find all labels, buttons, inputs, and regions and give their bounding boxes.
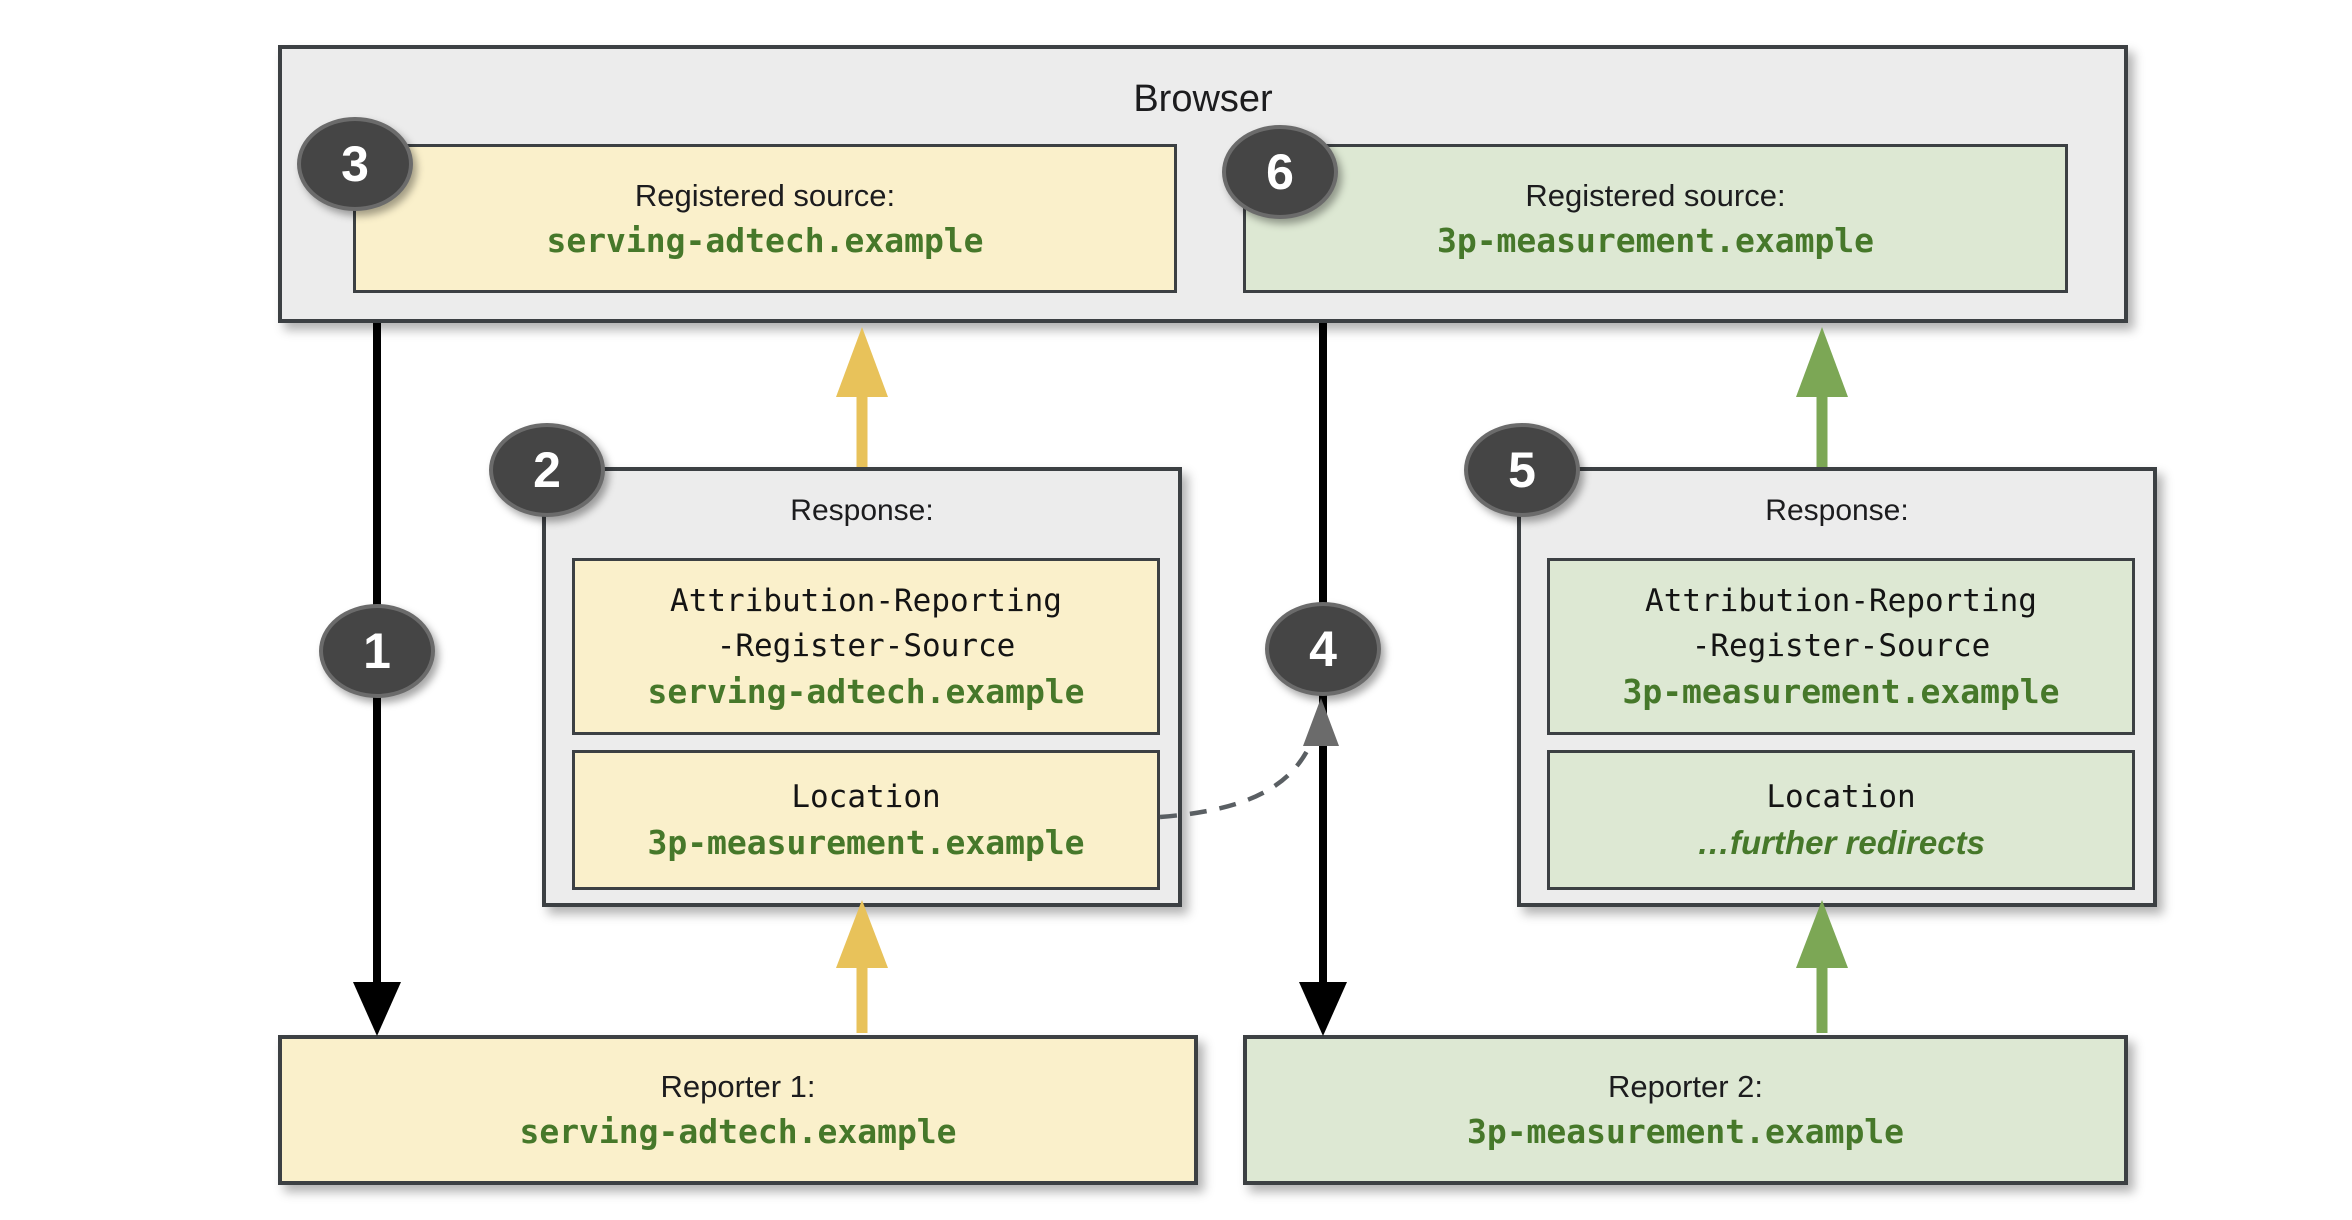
location-label: Location xyxy=(791,778,941,815)
registered-source-label: Registered source: xyxy=(634,177,896,213)
registered-source-label: Registered source: xyxy=(1525,177,1786,213)
response-header-box-1: Attribution-Reporting -Register-Source s… xyxy=(572,558,1160,735)
location-domain: 3p-measurement.example xyxy=(647,822,1085,862)
registered-source-box-1: Registered source: serving-adtech.exampl… xyxy=(353,144,1177,293)
arrowhead-browser-to-reporter2 xyxy=(1299,982,1347,1036)
step-badge-2: 2 xyxy=(489,423,605,517)
registered-source-domain: 3p-measurement.example xyxy=(1436,220,1875,260)
header-domain: serving-adtech.example xyxy=(647,671,1085,711)
step-badge-5: 5 xyxy=(1464,423,1580,517)
header-line-1: Attribution-Reporting xyxy=(1645,582,2037,619)
arrowhead-reporter2-to-response2 xyxy=(1796,900,1848,968)
header-line-1: Attribution-Reporting xyxy=(670,582,1062,619)
arrowhead-browser-to-reporter1 xyxy=(353,982,401,1036)
reporter-domain: 3p-measurement.example xyxy=(1466,1112,1905,1151)
step-badge-6: 6 xyxy=(1222,125,1338,219)
reporter-domain: serving-adtech.example xyxy=(519,1112,957,1151)
reporter-label: Reporter 2: xyxy=(1607,1069,1764,1104)
step-badge-3: 3 xyxy=(297,117,413,211)
location-box-1: Location 3p-measurement.example xyxy=(572,750,1160,890)
arrowhead-dashed-redirect xyxy=(1303,698,1339,746)
dashed-redirect-arrow xyxy=(1159,713,1323,820)
reporter-box-2: Reporter 2: 3p-measurement.example xyxy=(1243,1035,2128,1185)
header-line-2: -Register-Source xyxy=(716,627,1016,664)
location-box-2: Location …further redirects xyxy=(1547,750,2135,890)
reporter-label: Reporter 1: xyxy=(660,1069,816,1104)
response-title: Response: xyxy=(790,494,934,527)
browser-title: Browser xyxy=(1133,77,1273,120)
response-header-box-2: Attribution-Reporting -Register-Source 3… xyxy=(1547,558,2135,735)
step-badge-4: 4 xyxy=(1265,602,1381,696)
arrowhead-reporter1-to-response1 xyxy=(836,900,888,968)
header-line-2: -Register-Source xyxy=(1691,627,1991,664)
header-domain: 3p-measurement.example xyxy=(1622,671,2060,711)
registered-source-box-2: Registered source: 3p-measurement.exampl… xyxy=(1243,144,2068,293)
registered-source-domain: serving-adtech.example xyxy=(546,220,984,260)
step-badge-1: 1 xyxy=(319,604,435,698)
location-label: Location xyxy=(1766,778,1916,815)
arrowhead-response1-to-browser xyxy=(836,327,888,397)
arrowhead-response2-to-browser xyxy=(1796,327,1848,397)
reporter-box-1: Reporter 1: serving-adtech.example xyxy=(278,1035,1198,1185)
response-title: Response: xyxy=(1765,494,1909,527)
location-redirects: …further redirects xyxy=(1697,823,1985,861)
